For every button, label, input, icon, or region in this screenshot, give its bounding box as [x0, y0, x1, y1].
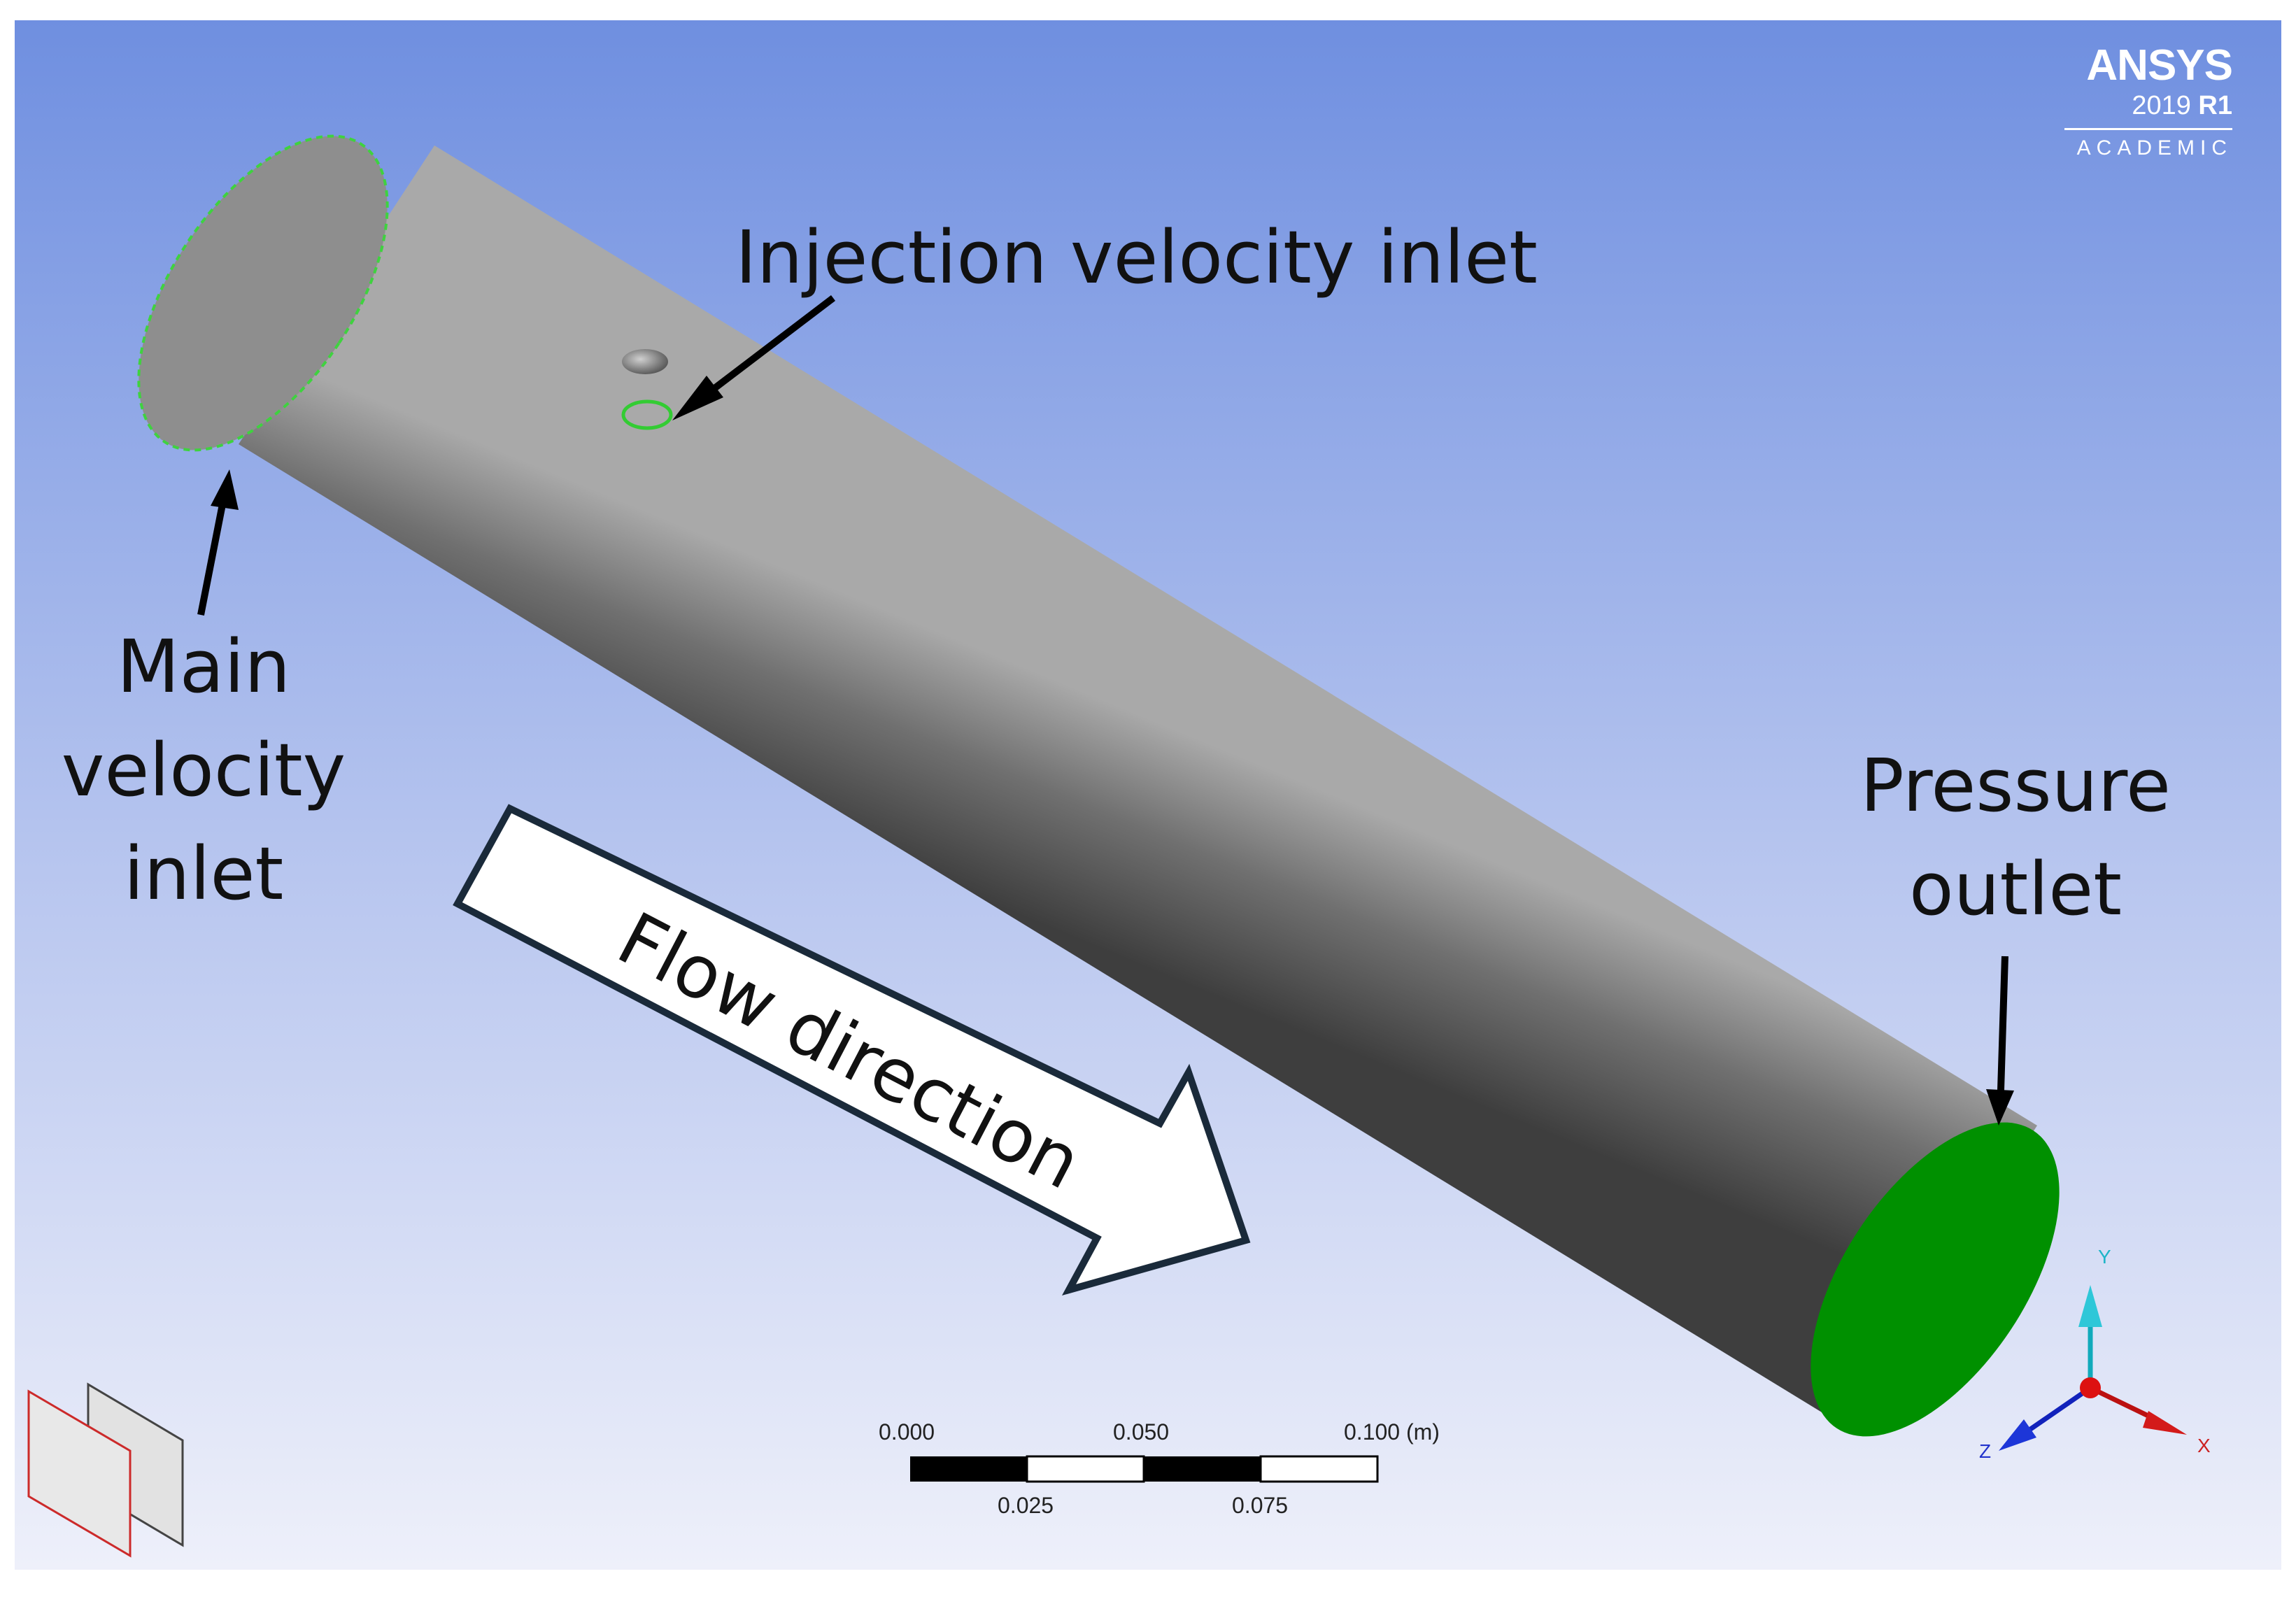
pressure-outlet-label-line1: Pressure [1859, 743, 2171, 828]
pressure-outlet-label-line2: outlet [1909, 846, 2122, 932]
main-inlet-label-line2: velocity [61, 727, 346, 813]
scale-label-025: 0.025 [998, 1493, 1054, 1518]
brand-name: ANSYS [2086, 41, 2233, 90]
main-inlet-label: Main velocity inlet [57, 615, 350, 925]
axis-y-label: Y [2098, 1246, 2111, 1268]
injection-callout-arrow [672, 295, 836, 420]
flow-direction-arrow [453, 804, 1251, 1296]
axis-triad [1999, 1285, 2187, 1451]
graphics-viewport[interactable]: Flow direction [15, 20, 2281, 1570]
injection-inlet-face[interactable] [621, 399, 673, 430]
injection-inlet-label: Injection velocity inlet [735, 215, 1538, 300]
scale-label-100: 0.100 (m) [1344, 1419, 1440, 1445]
plane-orientation-icon [27, 1382, 184, 1558]
main-inlet-callout-arrow [197, 469, 239, 616]
pipe-body[interactable] [239, 145, 2037, 1424]
scale-bar [910, 1455, 1379, 1483]
outlet-callout-arrow [1986, 956, 2014, 1126]
pressure-outlet-label: Pressure outlet [1813, 734, 2218, 941]
scale-label-0: 0.000 [879, 1419, 935, 1445]
scale-label-075: 0.075 [1232, 1493, 1289, 1518]
brand-version-year: 2019 [2132, 91, 2191, 120]
ansys-logo: ANSYS 2019 R1 ACADEMIC [2064, 41, 2233, 161]
main-inlet-label-line1: Main [116, 624, 291, 709]
brand-edition: ACADEMIC [2076, 136, 2232, 159]
scale-label-050: 0.050 [1113, 1419, 1170, 1445]
axis-z-label: Z [1979, 1440, 1992, 1462]
brand-version: 2019 R1 [2064, 90, 2232, 121]
brand-divider [2064, 128, 2232, 130]
main-inlet-label-line3: inlet [123, 831, 284, 916]
main-inlet-face[interactable] [89, 94, 437, 492]
axis-x-label: X [2197, 1435, 2211, 1456]
brand-release: R1 [2198, 91, 2232, 120]
injection-hole [622, 349, 668, 374]
model-view[interactable]: Flow direction [15, 20, 2281, 1570]
pressure-outlet-face[interactable] [1761, 1081, 2109, 1479]
